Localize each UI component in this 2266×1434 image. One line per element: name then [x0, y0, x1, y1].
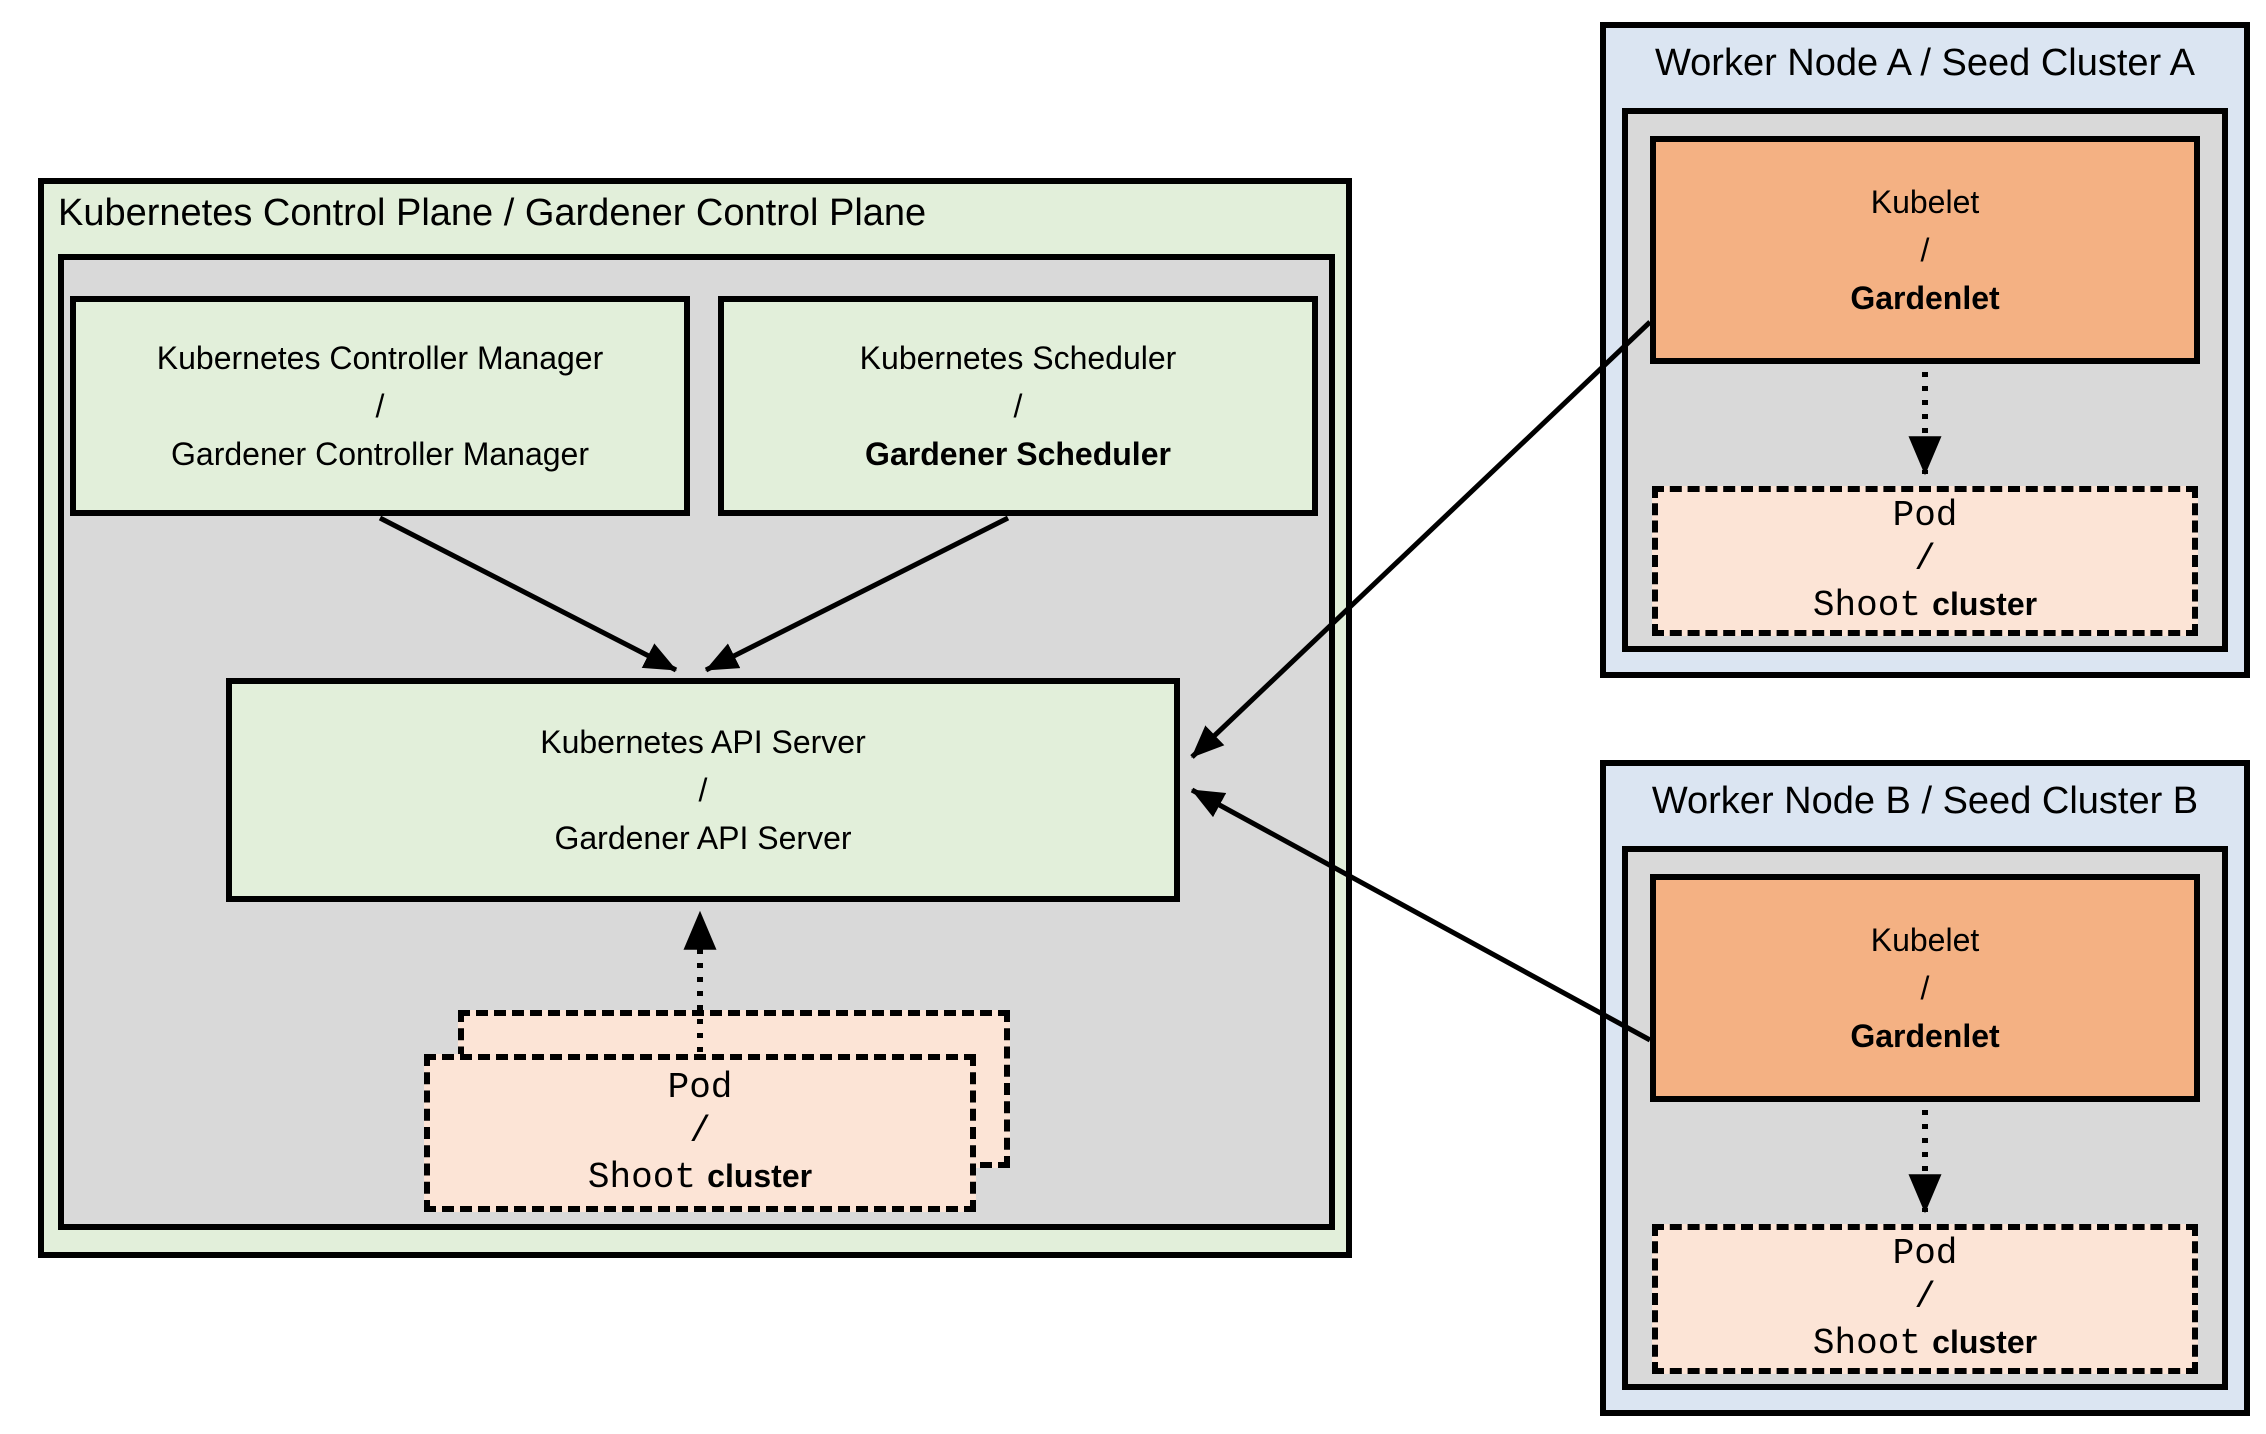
kubelet-box-b: Kubelet / Gardenlet — [1650, 874, 2200, 1102]
kubelet-a-separator: / — [1920, 232, 1930, 268]
api-server-box: Kubernetes API Server / Gardener API Ser… — [226, 678, 1180, 902]
pod-a-line1: Pod — [1892, 494, 1958, 536]
pod-b-separator: / — [1914, 1276, 1936, 1318]
pod-a-shoot-word: Shoot — [1812, 585, 1921, 627]
pod-shoot-box-a: Pod / Shoot cluster — [1652, 486, 2198, 636]
scheduler-line2: Gardener Scheduler — [865, 436, 1171, 472]
kubelet-a-line2: Gardenlet — [1850, 280, 2000, 316]
pod-cluster-word: cluster — [707, 1158, 813, 1195]
kubelet-box-a: Kubelet / Gardenlet — [1650, 136, 2200, 364]
pod-shoot-word: Shoot — [587, 1157, 696, 1199]
api-server-line1: Kubernetes API Server — [540, 724, 866, 760]
pod-b-cluster-word: cluster — [1932, 1324, 2038, 1361]
scheduler-line1: Kubernetes Scheduler — [859, 340, 1177, 376]
worker-node-a-title: Worker Node A / Seed Cluster A — [1654, 42, 2195, 84]
controller-manager-line1: Kubernetes Controller Manager — [156, 340, 604, 376]
kubelet-b-line1: Kubelet — [1870, 922, 1980, 958]
api-server-line2: Gardener API Server — [554, 820, 852, 856]
api-server-separator: / — [698, 772, 708, 808]
pod-a-cluster-word: cluster — [1932, 586, 2038, 623]
scheduler-box: Kubernetes Scheduler / Gardener Schedule… — [718, 296, 1318, 516]
pod-b-line1: Pod — [1892, 1232, 1958, 1274]
worker-node-b-title: Worker Node B / Seed Cluster B — [1651, 780, 2199, 822]
pod-separator: / — [689, 1110, 711, 1152]
pod-b-shoot-word: Shoot — [1812, 1323, 1921, 1365]
pod-shoot-box-b: Pod / Shoot cluster — [1652, 1224, 2198, 1374]
pod-line1: Pod — [667, 1066, 733, 1108]
pod-a-separator: / — [1914, 538, 1936, 580]
controller-manager-line2: Gardener Controller Manager — [171, 436, 589, 472]
controller-manager-box: Kubernetes Controller Manager / Gardener… — [70, 296, 690, 516]
scheduler-separator: / — [1013, 388, 1023, 424]
kubelet-b-line2: Gardenlet — [1850, 1018, 2000, 1054]
kubelet-b-separator: / — [1920, 970, 1930, 1006]
controller-manager-separator: / — [375, 388, 385, 424]
control-plane-title: Kubernetes Control Plane / Gardener Cont… — [58, 192, 927, 234]
pod-shoot-front-box: Pod / Shoot cluster — [424, 1054, 976, 1212]
kubelet-a-line1: Kubelet — [1870, 184, 1980, 220]
